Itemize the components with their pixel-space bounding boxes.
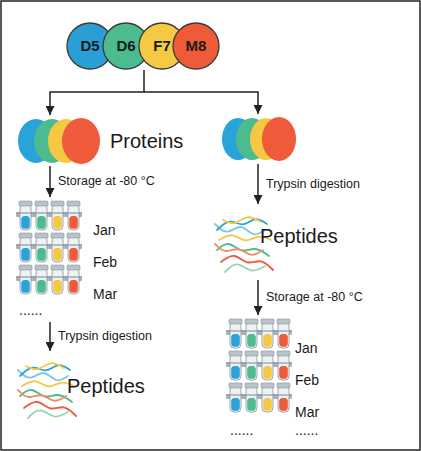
- tube-rack: JanFebMar............: [225, 316, 345, 444]
- month-label: Jan: [93, 222, 116, 238]
- protein-ellipses: [222, 117, 296, 161]
- protein-ellipse: [62, 118, 100, 164]
- tube-rack: JanFebMar......: [15, 198, 135, 322]
- peptide-strand: [18, 390, 66, 401]
- node-label: Peptides: [67, 374, 145, 398]
- tube-row: [16, 265, 82, 294]
- tube-row: [16, 233, 82, 262]
- peptide-strand: [22, 381, 74, 386]
- protein-group: Proteins: [15, 116, 185, 166]
- peptide-strand: [223, 217, 261, 223]
- month-label: Mar: [295, 404, 319, 420]
- month-label: Feb: [295, 372, 319, 388]
- month-label: Mar: [93, 286, 117, 302]
- tube-row: [16, 201, 82, 230]
- peptide-group: Peptides: [15, 352, 175, 424]
- branch-line: [144, 92, 258, 114]
- peptide-group: Peptides: [212, 206, 362, 280]
- circle-shape: [173, 23, 219, 69]
- edge-label: Trypsin digestion: [58, 329, 152, 344]
- flow-arrow: [49, 166, 51, 197]
- month-label: ......: [295, 422, 318, 438]
- peptide-strand: [26, 363, 64, 369]
- edge-label: Storage at -80 °C: [266, 290, 363, 305]
- sample-circle: M8: [172, 22, 220, 70]
- flow-arrow: [257, 280, 259, 315]
- circle-label: M8: [172, 36, 220, 56]
- month-label: ......: [19, 302, 42, 318]
- peptide-strand: [225, 264, 265, 272]
- step-label: Trypsin digestion: [266, 177, 360, 192]
- tube-row: [226, 351, 292, 380]
- flow-arrow: [49, 322, 51, 351]
- tube-row: [226, 319, 292, 348]
- node-label: Peptides: [260, 224, 338, 248]
- month-label: Feb: [93, 254, 117, 270]
- month-label: Jan: [295, 340, 318, 356]
- peptide-strand: [28, 410, 68, 418]
- edge-label: Storage at -80 °C: [58, 174, 155, 189]
- peptide-strand: [215, 244, 263, 255]
- flow-arrow: [50, 70, 144, 115]
- step-arrow: [257, 164, 259, 204]
- tube-row: [226, 383, 292, 412]
- node-label: Proteins: [110, 129, 183, 153]
- month-label: ......: [230, 422, 253, 438]
